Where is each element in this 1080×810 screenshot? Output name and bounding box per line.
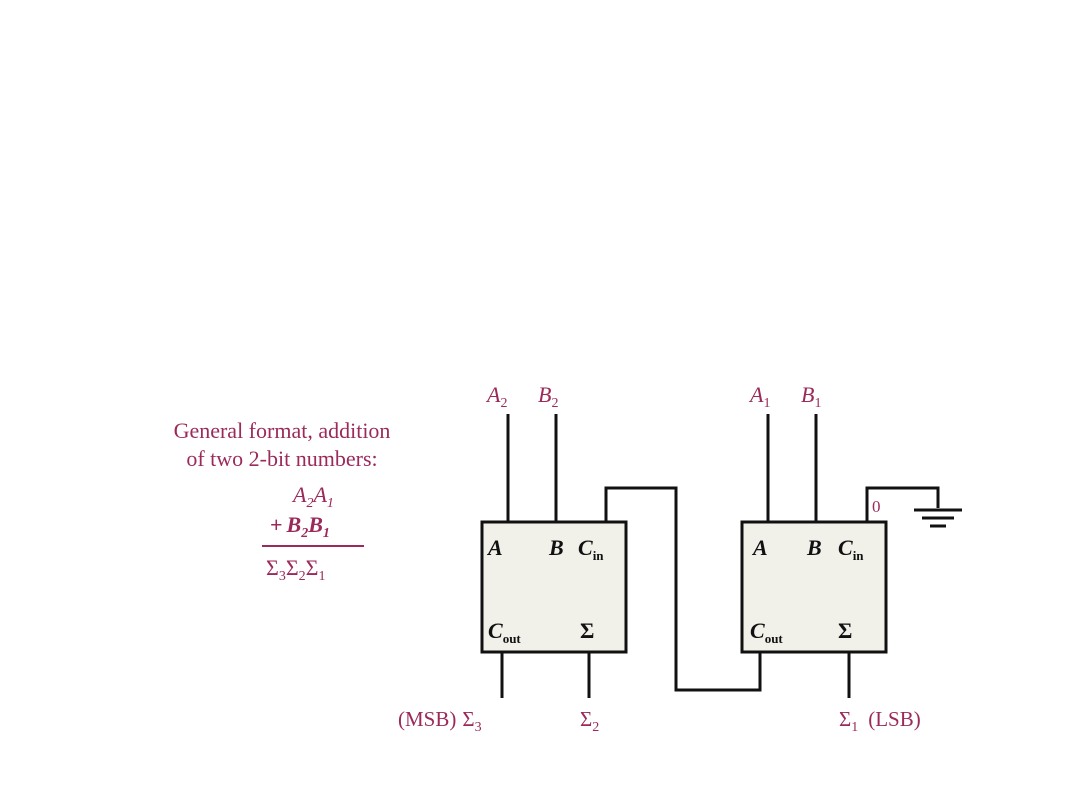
addition-equation: A2A1 +B2B1 Σ3Σ2Σ1 (262, 482, 364, 584)
output-label-sum3: (MSB)Σ3 (398, 707, 482, 735)
msb-port-sum: Σ (580, 618, 594, 643)
wire-carry (604, 486, 762, 692)
caption: General format, addition of two 2-bit nu… (174, 418, 391, 471)
full-adder-lsb-box (740, 520, 888, 654)
full-adder-msb: A B Cin Cout Σ (480, 520, 628, 654)
input-label-a2: A2 (485, 382, 507, 411)
msb-port-b: B (548, 535, 564, 560)
equation-result: Σ3Σ2Σ1 (266, 555, 325, 584)
wires (500, 414, 940, 698)
caption-line-2: of two 2-bit numbers: (186, 446, 377, 471)
msb-port-a: A (486, 535, 503, 560)
caption-line-1: General format, addition (174, 418, 391, 443)
full-adder-msb-box (480, 520, 628, 654)
lsb-port-cout: Cout (750, 618, 783, 646)
lsb-port-sum: Σ (838, 618, 852, 643)
equation-row-2: +B2B1 (270, 512, 330, 541)
output-label-sum2: Σ2 (580, 707, 599, 735)
wire-cin-ground (865, 486, 940, 522)
lsb-port-cin: Cin (838, 535, 864, 563)
output-label-sum1: Σ1(LSB) (839, 707, 921, 735)
equation-row-1: A2A1 (291, 482, 334, 511)
input-label-b2: B2 (538, 382, 558, 411)
msb-port-cin: Cin (578, 535, 604, 563)
full-adder-lsb: A B Cin Cout Σ (740, 520, 888, 654)
lsb-port-a: A (751, 535, 768, 560)
input-label-a1: A1 (748, 382, 770, 411)
input-label-b1: B1 (801, 382, 821, 411)
cin-zero-label: 0 (872, 497, 881, 516)
msb-port-cout: Cout (488, 618, 521, 646)
ground-icon (914, 508, 962, 528)
lsb-port-b: B (806, 535, 822, 560)
